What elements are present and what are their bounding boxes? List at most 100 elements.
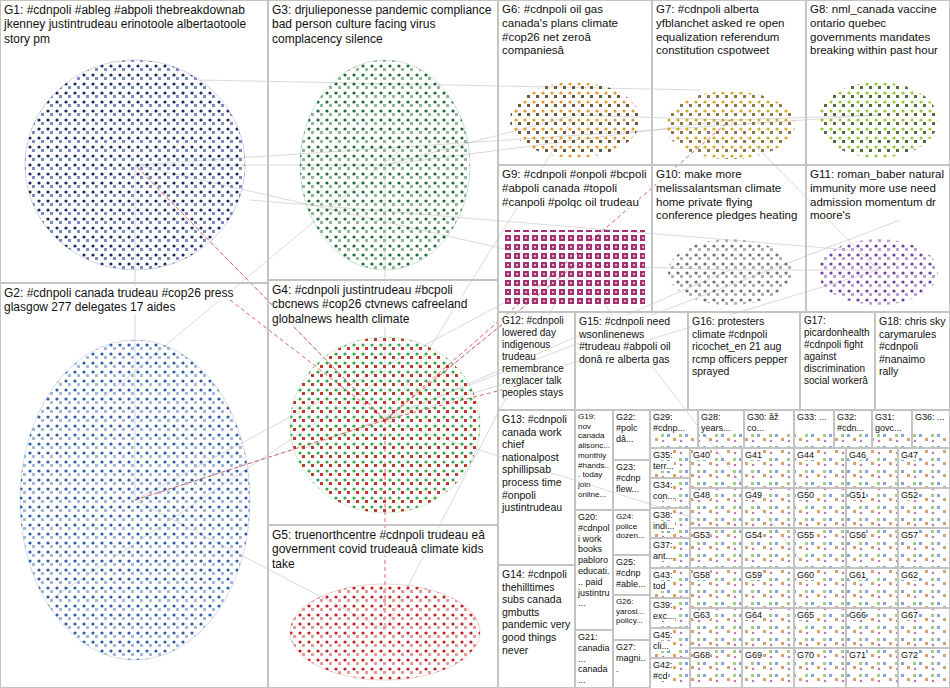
group-box: G21: canadia... canada... [575,630,613,688]
group-box: G68 [690,648,742,688]
group-box: G63 [690,608,742,648]
label-wrap: G27: magni... [614,641,649,675]
group-box: G17: picardonhealth #cdnpoli fight again… [800,312,875,410]
group-label: G52 [901,490,918,500]
label-wrap: G33: ... [795,411,833,424]
group-box: G38: indi... [650,508,690,538]
group-box: G52 [898,488,950,528]
group-box: G19: nov canada alisonc... monthly #hand… [575,410,613,510]
label-wrap: G68 [691,649,741,662]
label-wrap: G23: #cdnp flew... [614,461,649,495]
label-wrap: G17: picardonhealth #cdnpoli fight again… [801,313,874,389]
group-box: G22: #polc dâ... [613,410,650,460]
group-label: G48 [693,490,710,500]
group-box: G2: #cdnpoli canada trudeau #cop26 press… [0,283,268,688]
label-wrap: G15: #cdnpoli need wsonlinenews #trudeau… [576,313,687,367]
group-label: G9: #cdnpoli #onpoli #bcpoli #abpoli can… [502,168,647,208]
label-wrap: G63 [691,609,741,622]
group-box: G65 [794,608,846,648]
group-box: G4: #cdnpoli justintrudeau #bcpoli cbcne… [268,280,498,525]
group-label: G57 [901,530,918,540]
group-label: G6: #cdnpoli oil gas canada's plans clim… [502,3,618,56]
group-label: G63 [693,610,710,620]
group-box: G60 [794,568,846,608]
group-box: G34: con... [650,478,690,508]
group-label: G66 [849,610,866,620]
label-wrap: G12: #cdnpoli lowered day indigenous tru… [499,313,574,401]
group-box: G50 [794,488,846,528]
label-wrap: G28: years... [699,411,743,435]
group-box: G27: magni... [613,640,650,688]
group-label: G40 [693,450,710,460]
group-box: G42: #cd [650,658,690,688]
group-box: G28: years... [698,410,744,448]
group-label: G68 [693,650,710,660]
group-label: G72 [901,650,918,660]
label-wrap: G39: exc... [651,599,689,623]
label-wrap: G37: ant... [651,539,689,563]
group-box: G31: govc... [872,410,912,448]
label-wrap: G25: #cdnp #able... [614,556,649,590]
label-wrap: G16: protesters climate #cdnpoli ricoche… [689,313,799,380]
label-wrap: G7: #cdnpoli alberta yfblanchet asked re… [653,1,805,60]
group-box: G55 [794,528,846,568]
group-box: G66 [846,608,898,648]
group-box: G7: #cdnpoli alberta yfblanchet asked re… [652,0,806,165]
label-wrap: G22: #polc dâ... [614,411,649,445]
group-box: G18: chris sky carymarules #cdnpoli #nan… [875,312,950,410]
group-label: G30: âž co... [747,412,779,433]
label-wrap: G11: roman_baber natural immunity more u… [807,166,949,225]
label-wrap: G32: #cdn... [835,411,871,435]
group-label: G16: protesters climate #cdnpoli ricoche… [692,315,788,377]
label-wrap: G51 [847,489,897,502]
label-wrap: G72 [899,649,949,662]
group-box: G61 [846,568,898,608]
group-box: G57 [898,528,950,568]
group-box: G37: ant... [650,538,690,568]
label-wrap: G13: #cdnpoli canada work chief national… [499,411,574,516]
group-label: G5: truenorthcentre #cdnpoli trudeau eâ … [272,528,485,571]
label-wrap: G4: #cdnpoli justintrudeau #bcpoli cbcne… [269,281,497,328]
group-label: G62 [901,570,918,580]
group-box: G45: cli... [650,628,690,658]
label-wrap: G53 [691,529,741,542]
label-wrap: G1: #cdnpoli #ableg #abpoli thebreakdown… [1,1,267,48]
label-wrap: G61 [847,569,897,582]
group-box: G72 [898,648,950,688]
group-box: G24: police dozen... [613,510,650,555]
group-label: G18: chris sky carymarules #cdnpoli #nan… [879,315,946,377]
group-label: G58 [693,570,710,580]
group-box: G11: roman_baber natural immunity more u… [806,165,950,312]
group-box: G69 [742,648,794,688]
group-label: G50 [797,490,814,500]
group-box: G58 [690,568,742,608]
group-box: G14: #cdnpoli thehilltimes subs canada g… [498,565,575,688]
label-wrap: G60 [795,569,845,582]
group-label: G39: exc... [653,600,675,621]
group-label: G12: #cdnpoli lowered day indigenous tru… [502,315,564,398]
group-label: G44 [797,450,814,460]
label-wrap: G40 [691,449,741,462]
label-wrap: G46 [847,449,897,462]
group-box: G9: #cdnpoli #onpoli #bcpoli #abpoli can… [498,165,652,312]
group-box: G59 [742,568,794,608]
group-box: G6: #cdnpoli oil gas canada's plans clim… [498,0,652,165]
label-wrap: G64 [743,609,793,622]
label-wrap: G57 [899,529,949,542]
label-wrap: G8: nml_canada vaccine ontario quebec go… [807,1,949,60]
group-box: G32: #cdn... [834,410,872,448]
group-label: G55 [797,530,814,540]
group-label: G21: canadia... canada... [578,632,610,685]
group-label: G65 [797,610,814,620]
group-box: G70 [794,648,846,688]
group-box: G56 [846,528,898,568]
group-box: G47 [898,448,950,488]
group-box: G13: #cdnpoli canada work chief national… [498,410,575,565]
group-label: G47 [901,450,918,460]
group-label: G28: years... [701,412,731,433]
group-box: G15: #cdnpoli need wsonlinenews #trudeau… [575,312,688,410]
group-box: G29: #cdnp... [650,410,698,448]
label-wrap: G14: #cdnpoli thehilltimes subs canada g… [499,566,574,658]
label-wrap: G54 [743,529,793,542]
